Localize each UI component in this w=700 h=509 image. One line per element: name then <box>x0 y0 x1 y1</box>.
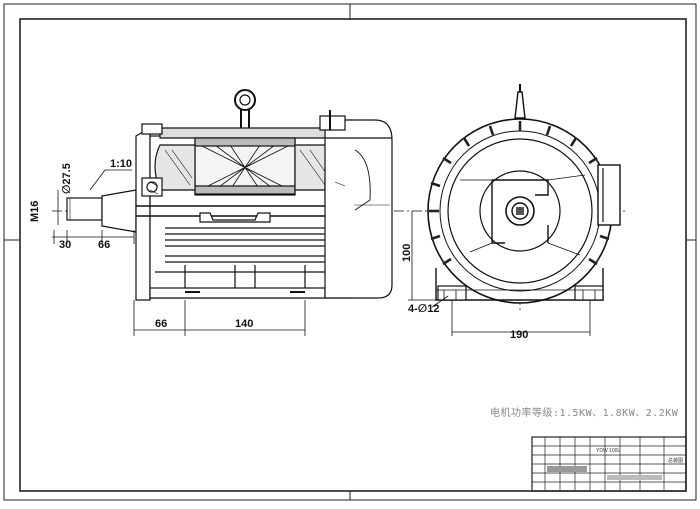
foot-offset-dimension: 66 <box>155 318 167 330</box>
thread-label: M16 <box>29 201 41 222</box>
shaft-diameter-label: ∅27.5 <box>61 163 73 194</box>
shaft-right-dimension: 66 <box>98 239 110 251</box>
taper-label: 1:10 <box>110 158 132 170</box>
drawing-name: 总装图 <box>668 457 683 464</box>
side-view-dimension-lines <box>52 169 306 336</box>
foot-width-dimension: 190 <box>510 329 528 341</box>
power-rating-note: 电机功率等级:1.5KW、1.8KW、2.2KW <box>490 406 679 419</box>
front-view-dimension-lines <box>408 211 591 336</box>
center-height-dimension: 100 <box>401 244 413 262</box>
title-block-grid <box>531 436 687 492</box>
shaft-left-dimension: 30 <box>59 239 71 251</box>
holes-label: 4-∅12 <box>408 303 439 315</box>
drawing-number: YDW 100L <box>596 448 620 454</box>
foot-spacing-dimension: 140 <box>235 318 253 330</box>
front-view <box>412 84 628 310</box>
sheet-frame <box>3 3 697 501</box>
side-view <box>52 89 410 301</box>
